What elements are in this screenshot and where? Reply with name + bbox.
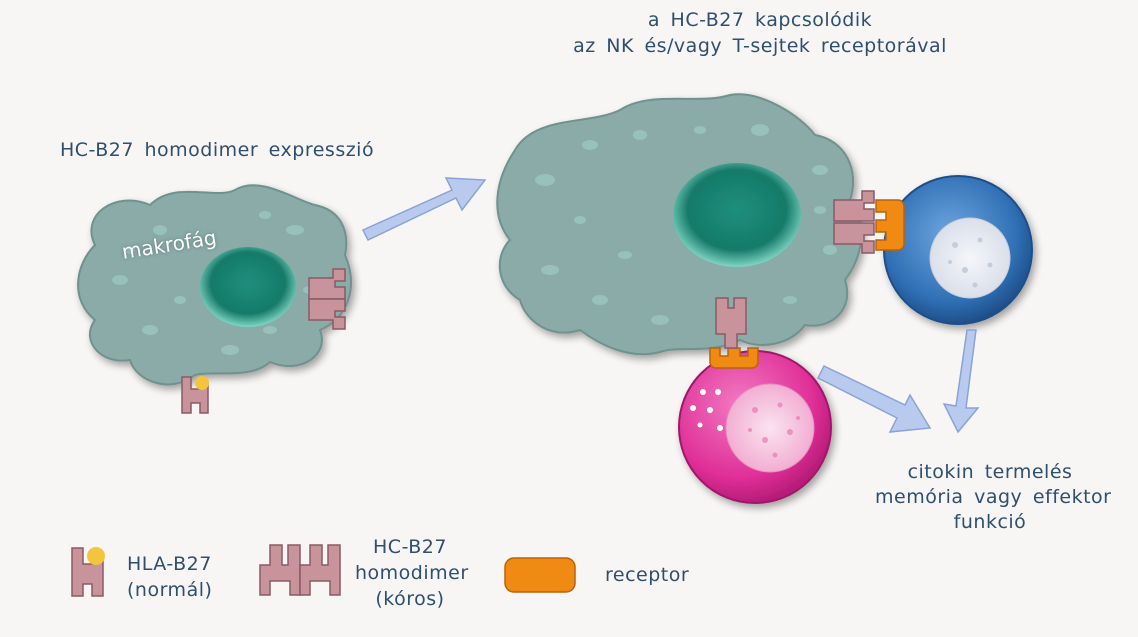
legend-hla-b27-sublabel: (normál) bbox=[127, 579, 213, 601]
macrophage-right bbox=[496, 93, 863, 356]
arrow-expression-to-binding bbox=[361, 177, 487, 241]
legend-receptor-label: receptor bbox=[605, 564, 690, 586]
legend-hla-b27-label: HLA-B27 bbox=[127, 553, 212, 575]
nucleus-right bbox=[673, 163, 801, 267]
right-title-line-2: az NK és/vagy T-sejtek receptorával bbox=[573, 35, 947, 57]
outcome-line-3: funkció bbox=[953, 511, 1027, 533]
outcome-line-2: memória vagy effektor bbox=[875, 486, 1112, 508]
hc-b27-homodimer-left bbox=[308, 268, 346, 330]
nucleus-left bbox=[200, 247, 296, 327]
receptor-t-cell bbox=[875, 199, 905, 251]
legend-hc-b27-sublabel: homodimer bbox=[355, 562, 469, 584]
arrow-nk-to-outcome bbox=[816, 365, 932, 433]
right-title-line-1: a HC-B27 kapcsolódik bbox=[647, 9, 873, 31]
legend-hc-b27-note: (kóros) bbox=[375, 588, 445, 610]
left-title: HC-B27 homodimer expresszió bbox=[60, 139, 375, 161]
nk-cell bbox=[678, 350, 832, 504]
receptor-nk-cell bbox=[709, 347, 759, 369]
hc-b27-homodimer-t-cell-binding bbox=[833, 190, 875, 254]
outcome-line-1: citokin termelés bbox=[907, 461, 1073, 483]
legend-hla-b27-icon bbox=[71, 547, 105, 597]
arrow-t-cell-to-outcome bbox=[942, 329, 980, 434]
hla-b27-molecule-left bbox=[181, 376, 209, 414]
t-cell bbox=[883, 175, 1033, 325]
legend-hc-b27-homodimer-icon bbox=[259, 544, 341, 596]
hc-b27-homodimer-nk-cell-binding bbox=[715, 297, 747, 349]
legend-receptor-icon bbox=[504, 557, 576, 593]
legend-hc-b27-label: HC-B27 bbox=[373, 536, 447, 558]
macrophage-left bbox=[77, 184, 352, 386]
